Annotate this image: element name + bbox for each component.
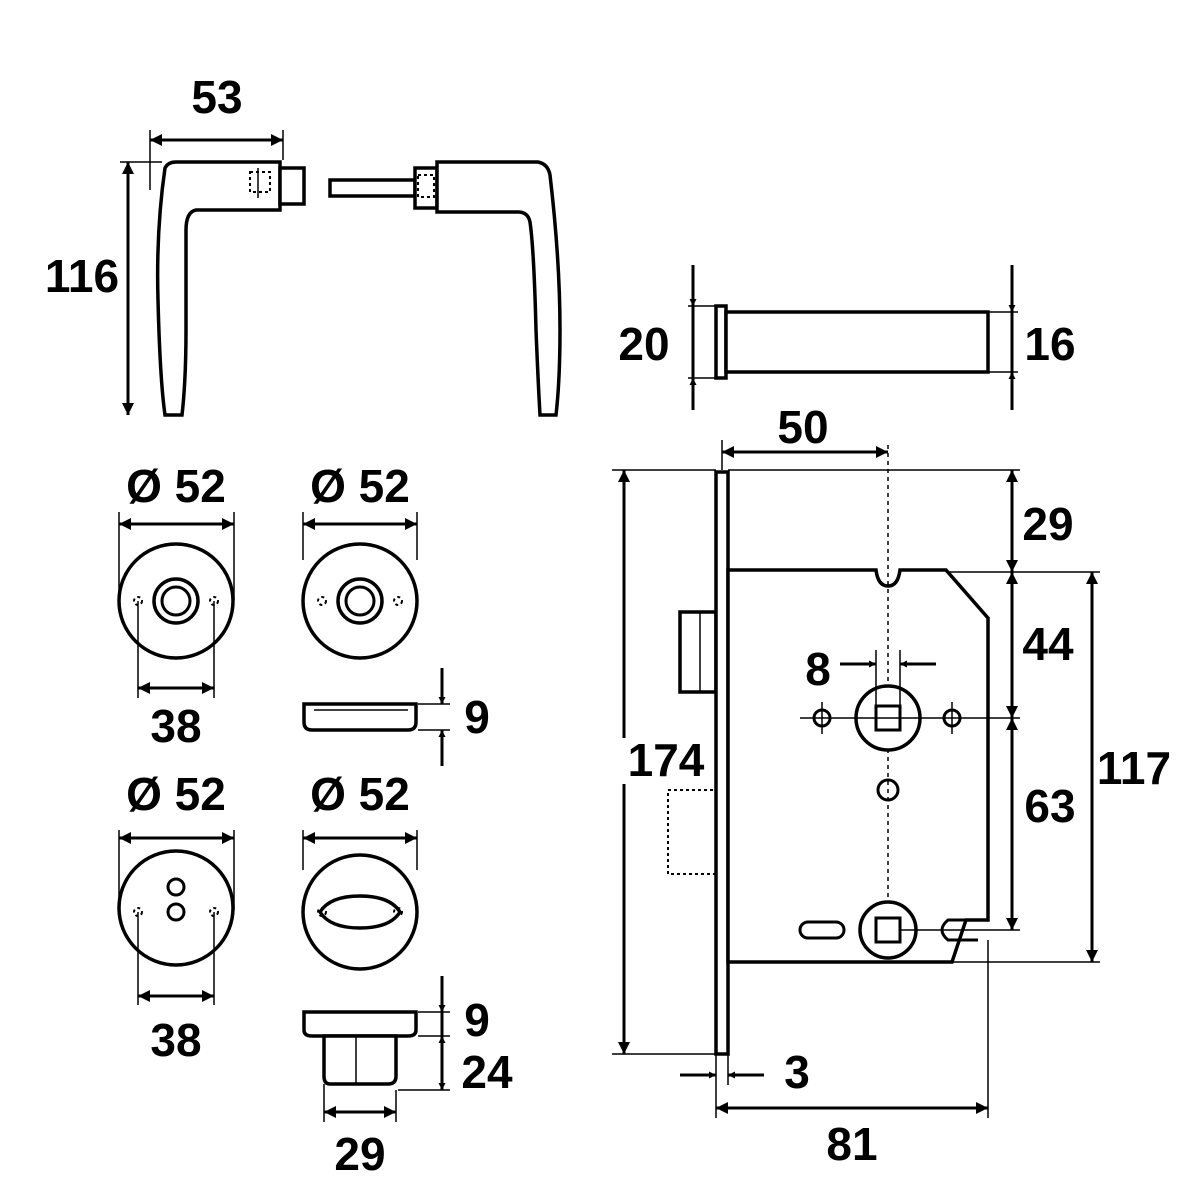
label-case-to-follower: 44 [1022,618,1074,670]
label-rose1-diameter: Ø 52 [126,460,226,512]
dim-case-depth: 81 [716,940,989,1170]
label-rose3-diameter: Ø 52 [126,768,226,820]
dim-top-to-case: 29 [728,469,1100,573]
label-rose4-diameter: Ø 52 [310,768,410,820]
label-thumbturn-width: 29 [334,1128,385,1180]
label-square-size: 8 [805,643,831,695]
label-handle-width: 53 [191,71,242,123]
dim-backset: 50 [721,401,888,470]
spindle [714,304,990,380]
dim-square-size: 8 [805,643,936,706]
dim-rose1-spacing: 38 [137,601,215,752]
dim-spindle-16: 16 [988,265,1076,410]
label-rose1-spacing: 38 [150,700,201,752]
rose-handle-2 [301,542,419,660]
label-thumbturn-height: 24 [461,1046,513,1098]
dim-thumbturn-thickness: 9 [418,976,490,1046]
dim-faceplate-thickness: 3 [680,1046,810,1118]
lever-handle-right [328,160,562,417]
thumbturn-side-profile [302,1010,418,1086]
label-rose3-spacing: 38 [150,1014,201,1066]
dim-rose2-diameter: Ø 52 [302,460,418,560]
lever-handle-left [155,160,306,417]
dim-handle-width: 53 [149,71,284,190]
label-rose-thickness: 9 [464,691,490,743]
mortice-lock [667,445,1020,1056]
dim-rose3-diameter: Ø 52 [118,768,235,910]
dim-case-to-follower: 44 [1006,572,1074,718]
dim-thumbturn-height: 24 [398,1036,513,1098]
dim-faceplate-height: 174 [612,469,716,1055]
dim-rose-thickness: 9 [418,668,490,766]
dim-case-height: 117 [952,572,1175,963]
dim-rose4-diameter: Ø 52 [302,768,418,870]
label-top-to-case: 29 [1022,498,1073,550]
rose-side-profile [302,702,418,732]
label-backset: 50 [777,401,828,453]
dim-spindle-20: 20 [618,265,716,410]
label-handle-height: 116 [45,250,119,302]
label-rose2-diameter: Ø 52 [310,460,410,512]
dim-thumbturn-width: 29 [323,1084,397,1180]
label-spindle-20: 20 [618,318,669,370]
label-case-depth: 81 [826,1118,877,1170]
label-faceplate-height: 174 [628,734,705,786]
dim-handle-height: 116 [45,161,162,415]
dim-rose3-spacing: 38 [137,912,215,1066]
label-follower-to-lower: 63 [1024,780,1075,832]
dim-follower-to-lower: 63 [1006,718,1076,930]
dim-rose1-diameter: Ø 52 [118,460,235,600]
label-spindle-16: 16 [1024,318,1075,370]
label-thumbturn-thickness: 9 [464,994,490,1046]
label-case-height: 117 [1097,742,1171,794]
rose-handle-1 [117,542,235,660]
rose-escutcheon-3 [117,849,235,967]
label-faceplate-thickness: 3 [784,1046,810,1098]
rose-thumbturn-4 [301,853,419,971]
